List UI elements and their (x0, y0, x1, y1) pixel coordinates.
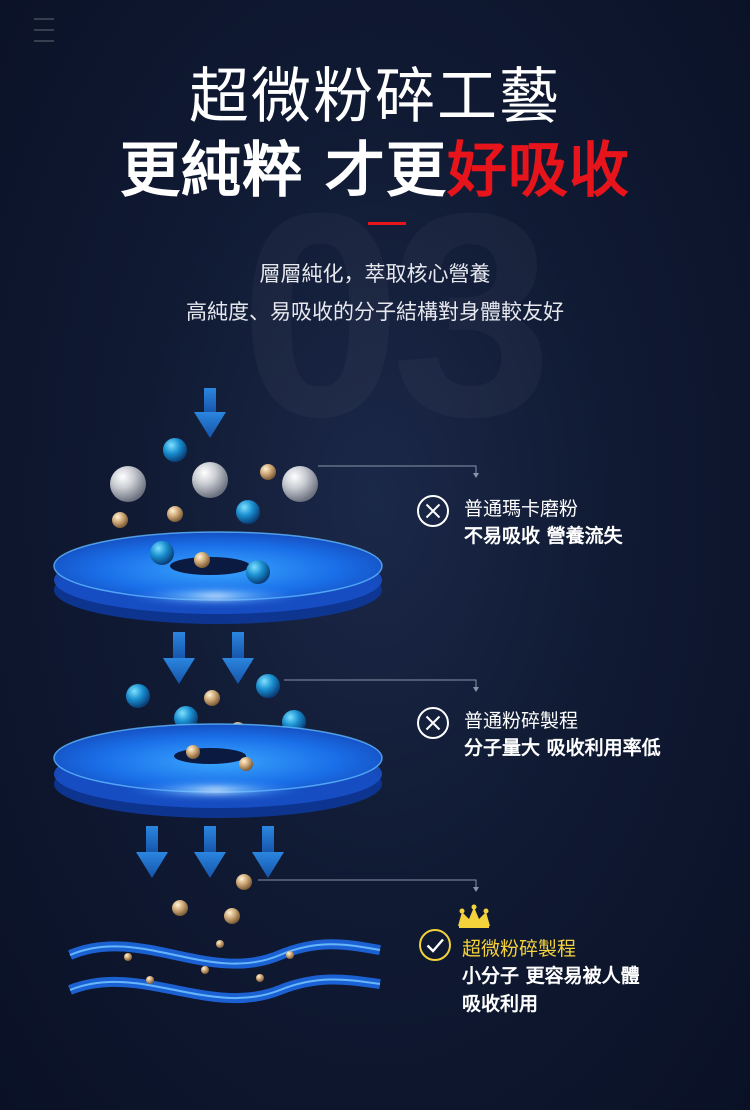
crown-icon (458, 904, 490, 928)
stage-1-particles (110, 438, 318, 552)
menu-icon[interactable] (34, 18, 54, 51)
x-circle-icon (417, 495, 449, 527)
description-line-2: 高純度、易吸收的分子結構對身體較友好 (186, 300, 564, 324)
red-divider (368, 222, 406, 225)
x-circle-icon (417, 707, 449, 739)
down-arrow-icon (163, 632, 195, 684)
stage-3-desc-line-2: 吸收利用 (462, 993, 539, 1015)
stage-3-desc-line-1: 小分子 更容易被人體 (462, 965, 640, 987)
connector-line-2 (284, 679, 479, 692)
stage-3-particles (172, 874, 252, 924)
check-circle-icon (419, 929, 451, 961)
connector-line-3 (258, 879, 479, 892)
title-line-2-red: 好吸收 (446, 136, 630, 206)
stage-1-name: 普通瑪卡磨粉 (464, 498, 579, 520)
stage-2-desc: 分子量大 吸收利用率低 (464, 737, 661, 759)
stage-1-desc: 不易吸收 營養流失 (464, 525, 623, 547)
filter-disc-2 (53, 723, 383, 818)
down-arrow-icon (194, 826, 226, 878)
down-arrow-icon (136, 826, 168, 878)
down-arrow-icon (194, 388, 226, 438)
title-line-1: 超微粉碎工藝 (189, 62, 561, 132)
title-line-2-white: 更純粹 才更 (120, 136, 447, 206)
stage-3-name: 超微粉碎製程 (462, 938, 577, 960)
title-line-2: 更純粹 才更好吸收 (0, 122, 750, 209)
stage-3-label: 超微粉碎製程 小分子 更容易被人體 吸收利用 (462, 936, 640, 1018)
wave-membrane (68, 939, 381, 1003)
stage-2-label: 普通粉碎製程 分子量大 吸收利用率低 (464, 708, 661, 762)
filter-disc-1 (53, 531, 383, 624)
stage-2-name: 普通粉碎製程 (464, 710, 579, 732)
down-arrow-icon (252, 826, 284, 878)
stage-1-label: 普通瑪卡磨粉 不易吸收 營養流失 (464, 496, 623, 550)
description-line-1: 層層純化，萃取核心營養 (259, 262, 491, 286)
connector-line-1 (318, 465, 479, 478)
down-arrow-icon (222, 632, 254, 684)
